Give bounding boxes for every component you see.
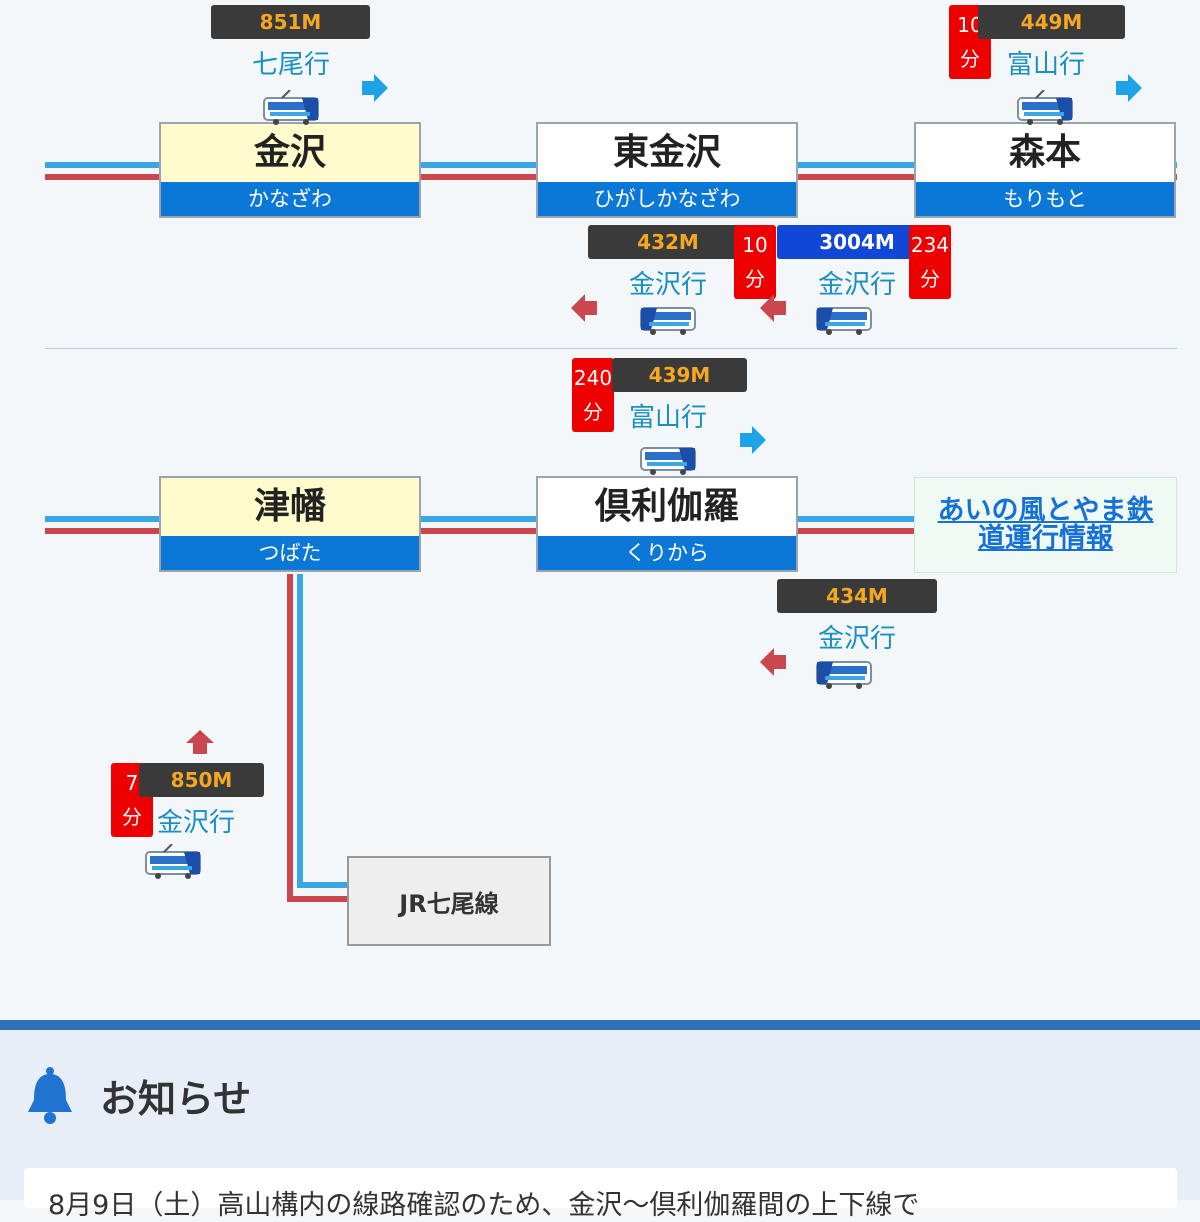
direction-arrow-icon <box>186 730 214 754</box>
train-icon[interactable] <box>1016 90 1074 126</box>
direction-arrow-icon <box>760 648 786 676</box>
train-destination: 金沢行 <box>817 624 896 654</box>
train-number-449m[interactable]: 449M <box>978 5 1125 39</box>
station-kana: もりもと <box>916 182 1174 216</box>
station-kana: ひがしかなざわ <box>538 182 796 216</box>
direction-arrow-icon <box>571 294 597 322</box>
station-name: 津幡 <box>253 486 326 527</box>
direction-arrow-icon <box>760 294 786 322</box>
train-icon[interactable] <box>639 300 697 336</box>
train-destination: 金沢行 <box>817 270 896 300</box>
train-number-434m[interactable]: 434M <box>777 579 937 613</box>
train-icon[interactable] <box>144 844 202 880</box>
train-destination: 富山行 <box>628 403 707 433</box>
station-name: 東金沢 <box>612 132 721 173</box>
station-kana: かなざわ <box>161 182 419 216</box>
notice-section-bar <box>0 1020 1200 1030</box>
train-destination: 七尾行 <box>251 50 330 80</box>
track-blue-branch-h <box>297 882 349 888</box>
track-red-branch <box>287 574 293 902</box>
track-red-lower <box>45 528 914 534</box>
notice-title: お知らせ <box>100 1077 252 1121</box>
station-morimoto[interactable]: 森本 もりもと <box>914 122 1176 218</box>
train-destination: 金沢行 <box>628 270 707 300</box>
train-number-432m[interactable]: 432M <box>588 225 748 259</box>
train-icon[interactable] <box>639 440 697 476</box>
section-divider <box>45 348 1177 349</box>
jr-nanao-line-box[interactable]: JR七尾線 <box>347 856 551 946</box>
ainokaze-info-link-text[interactable]: あいの風とやま鉄道運行情報 <box>937 495 1154 554</box>
station-kana: くりから <box>538 536 796 570</box>
notice-text: 8月9日（土）高山構内の線路確認のため、金沢〜倶利伽羅間の上下線で <box>48 1190 920 1221</box>
train-destination: 金沢行 <box>156 808 235 838</box>
train-number-850m[interactable]: 850M <box>139 763 264 797</box>
station-higashikanazawa[interactable]: 東金沢 ひがしかなざわ <box>536 122 798 218</box>
track-blue-lower <box>45 516 914 522</box>
station-tsubata[interactable]: 津幡 つばた <box>159 476 421 572</box>
train-icon[interactable] <box>815 654 873 690</box>
direction-arrow-icon <box>740 426 766 454</box>
station-name: 倶利伽羅 <box>594 486 739 527</box>
track-red-branch-h <box>287 896 349 902</box>
track-blue-branch <box>297 574 303 888</box>
train-destination: 富山行 <box>1006 50 1085 80</box>
bell-icon <box>28 1067 72 1124</box>
train-icon[interactable] <box>815 300 873 336</box>
station-kurikara[interactable]: 倶利伽羅 くりから <box>536 476 798 572</box>
train-icon[interactable] <box>262 90 320 126</box>
direction-arrow-icon <box>1116 74 1142 102</box>
train-number-439m[interactable]: 439M <box>612 358 747 392</box>
direction-arrow-icon <box>362 74 388 102</box>
station-kana: つばた <box>161 536 419 570</box>
ainokaze-info-link[interactable]: あいの風とやま鉄道運行情報 <box>914 477 1177 573</box>
train-number-851m[interactable]: 851M <box>211 5 370 39</box>
station-name: 森本 <box>1008 132 1081 173</box>
station-kanazawa[interactable]: 金沢 かなざわ <box>159 122 421 218</box>
station-name: 金沢 <box>253 132 326 173</box>
